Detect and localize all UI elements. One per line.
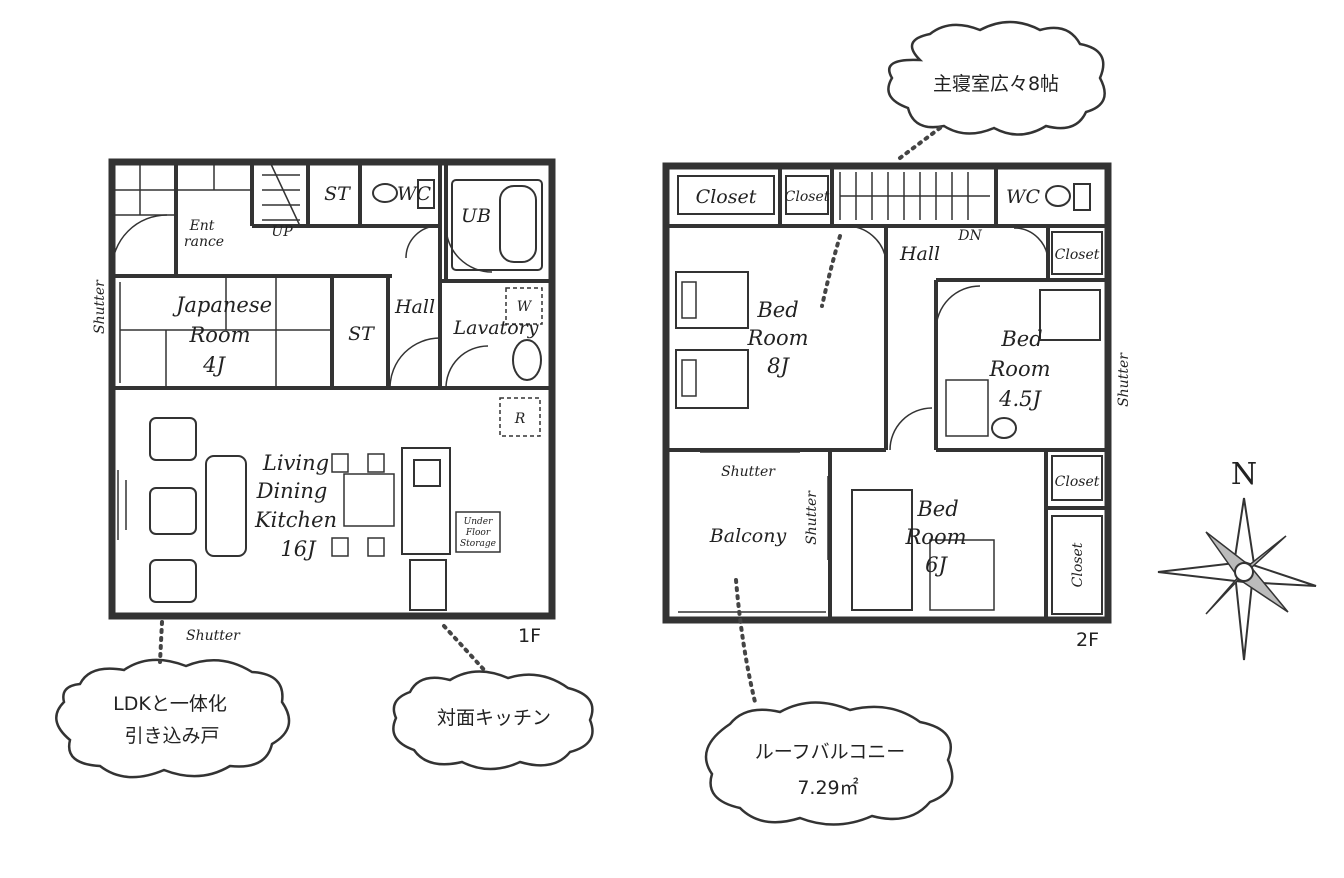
label-st-japanese: ST [348, 323, 375, 345]
label-bedroom-8j-1: Bed [756, 298, 798, 322]
label-ldk-3: Kitchen [254, 508, 337, 532]
label-bedroom-45j-3: 4.5J [998, 387, 1042, 411]
first-floor-plan: ST WC UB Ent rance UP Japanese Room 4J S… [92, 158, 556, 647]
label-ldk-2: Dining [256, 479, 328, 503]
label-shutter-balcony-side: Shutter [804, 490, 820, 545]
compass-north-label: N [1231, 457, 1257, 492]
label-bedroom-8j-2: Room [746, 326, 808, 350]
label-closet-2f-4: Closet [1055, 474, 1100, 490]
label-shutter-balcony-top: Shutter [721, 464, 776, 480]
callout-ldk-sliding-door: LDKと一体化 引き込み戸 [55, 620, 291, 779]
label-bedroom-6j-2: Room [904, 525, 966, 549]
label-bedroom-45j-1: Bed [1000, 327, 1042, 351]
label-ub: UB [461, 205, 491, 227]
callout-ldk-text-1: LDKと一体化 [113, 693, 227, 715]
label-wc-1f: WC [397, 183, 432, 205]
label-ldk-1: Living [262, 451, 329, 475]
label-entrance-1: Ent [189, 218, 215, 234]
compass-needle-diag2-icon [1205, 535, 1287, 615]
label-entrance-2: rance [184, 234, 224, 250]
label-shutter-1f-left: Shutter [92, 279, 108, 334]
label-bedroom-8j-3: 8J [767, 354, 790, 378]
compass-rose: N [1157, 457, 1317, 661]
label-underfloor-2: Floor [465, 528, 491, 538]
label-japanese-room-3: 4J [202, 353, 226, 377]
label-ldk-4: 16J [280, 537, 317, 561]
label-balcony: Balcony [709, 525, 787, 547]
callout-roof-balcony-text-2: 7.29㎡ [797, 776, 858, 799]
label-closet-2f-5: Closet [1070, 542, 1086, 587]
label-closet-2f-2: Closet [785, 189, 830, 205]
label-washer: W [517, 299, 533, 315]
label-shutter-1f-bottom: Shutter [186, 628, 241, 644]
label-bedroom-45j-2: Room [988, 357, 1050, 381]
label-refrigerator: R [514, 411, 526, 427]
label-up: UP [271, 224, 293, 240]
label-underfloor-3: Storage [460, 539, 496, 549]
label-closet-2f-1: Closet [696, 186, 757, 208]
label-bedroom-6j-3: 6J [925, 553, 948, 577]
second-floor-outer-wall [662, 162, 1112, 624]
label-wc-2f: WC [1006, 186, 1041, 208]
label-closet-2f-3: Closet [1055, 247, 1100, 263]
label-hall-2f: Hall [899, 243, 940, 265]
callout-ldk-text-2: 引き込み戸 [124, 725, 219, 747]
second-floor-plan: Closet Closet WC DN Hall Closet Bed Room… [662, 162, 1132, 651]
callout-roof-balcony: ルーフバルコニー 7.29㎡ [704, 578, 954, 826]
callout-kitchen-text: 対面キッチン [437, 707, 551, 729]
label-floor-2f: 2F [1076, 629, 1099, 651]
callout-master-bedroom-text: 主寝室広々8帖 [933, 73, 1059, 95]
label-shutter-2f-right: Shutter [1116, 352, 1132, 407]
callout-roof-balcony-text-1: ルーフバルコニー [755, 741, 905, 763]
label-japanese-room-1: Japanese [172, 293, 272, 317]
label-lavatory: Lavatory [453, 317, 539, 339]
label-japanese-room-2: Room [188, 323, 250, 347]
label-bedroom-6j-1: Bed [916, 497, 958, 521]
label-st-1f: ST [324, 183, 351, 205]
callout-master-bedroom: 主寝室広々8帖 [820, 20, 1106, 308]
label-hall-1f: Hall [394, 296, 435, 318]
callout-kitchen: 対面キッチン [392, 624, 594, 771]
label-floor-1f: 1F [518, 625, 541, 647]
label-underfloor-1: Under [464, 517, 493, 527]
label-dn: DN [957, 228, 982, 244]
